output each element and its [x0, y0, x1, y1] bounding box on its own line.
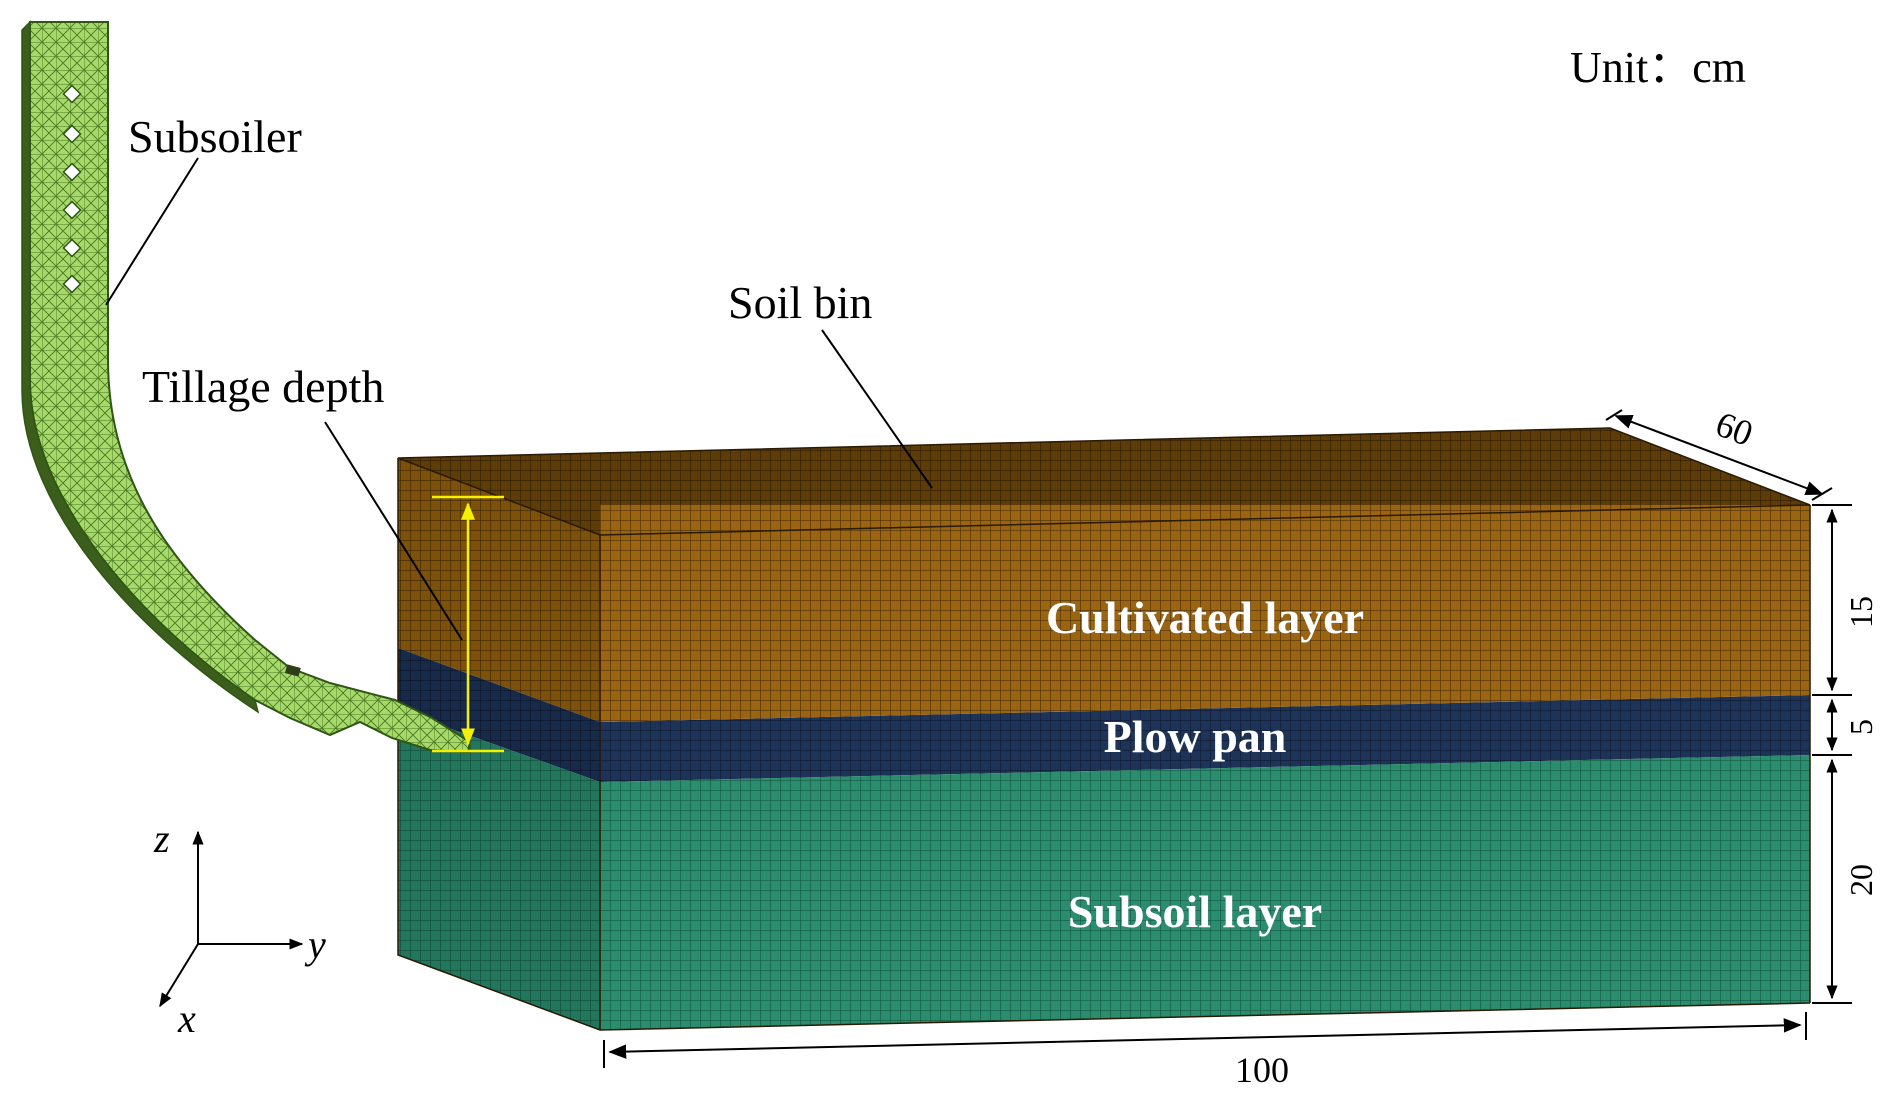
plow-pan-thickness-label: 5 — [1843, 719, 1879, 735]
width-dimension-label: 60 — [1710, 404, 1758, 454]
axis-x-label: x — [177, 996, 196, 1041]
subsoil-layer-face — [600, 755, 1810, 1030]
axis-z-label: z — [153, 816, 170, 861]
plow-pan-face — [600, 695, 1810, 782]
cultivated-layer-face — [600, 505, 1810, 695]
axis-y-label: y — [304, 922, 326, 967]
dimension-lines — [603, 409, 1852, 1068]
soil-bin-label: Soil bin — [728, 277, 872, 328]
subsoil-thickness-label: 20 — [1843, 864, 1879, 896]
subsoiler-label: Subsoiler — [128, 111, 302, 162]
length-dimension-line — [608, 1018, 1802, 1059]
subsoil-layer-label: Subsoil layer — [1068, 886, 1322, 937]
bolt-holes — [62, 84, 82, 294]
plow-pan-label: Plow pan — [1104, 711, 1287, 762]
width-dimension-line — [1614, 415, 1824, 495]
soil-bin-side-subsoil — [398, 710, 600, 1030]
subsoiler-tool — [21, 20, 472, 754]
leader-lines — [105, 157, 933, 641]
cultivated-thickness-label: 15 — [1843, 596, 1879, 628]
tillage-depth-marker — [432, 495, 504, 753]
soil-bin-side-cultivated — [398, 458, 600, 722]
length-dimension-label: 100 — [1235, 1050, 1289, 1090]
axis-triad — [159, 830, 304, 1008]
tillage-depth-label: Tillage depth — [142, 361, 384, 412]
cultivated-layer-label: Cultivated layer — [1046, 592, 1364, 643]
unit-label: Unit：cm — [1570, 43, 1746, 92]
soil-bin — [397, 427, 1811, 1031]
soil-bin-side-plow-pan — [398, 648, 600, 782]
